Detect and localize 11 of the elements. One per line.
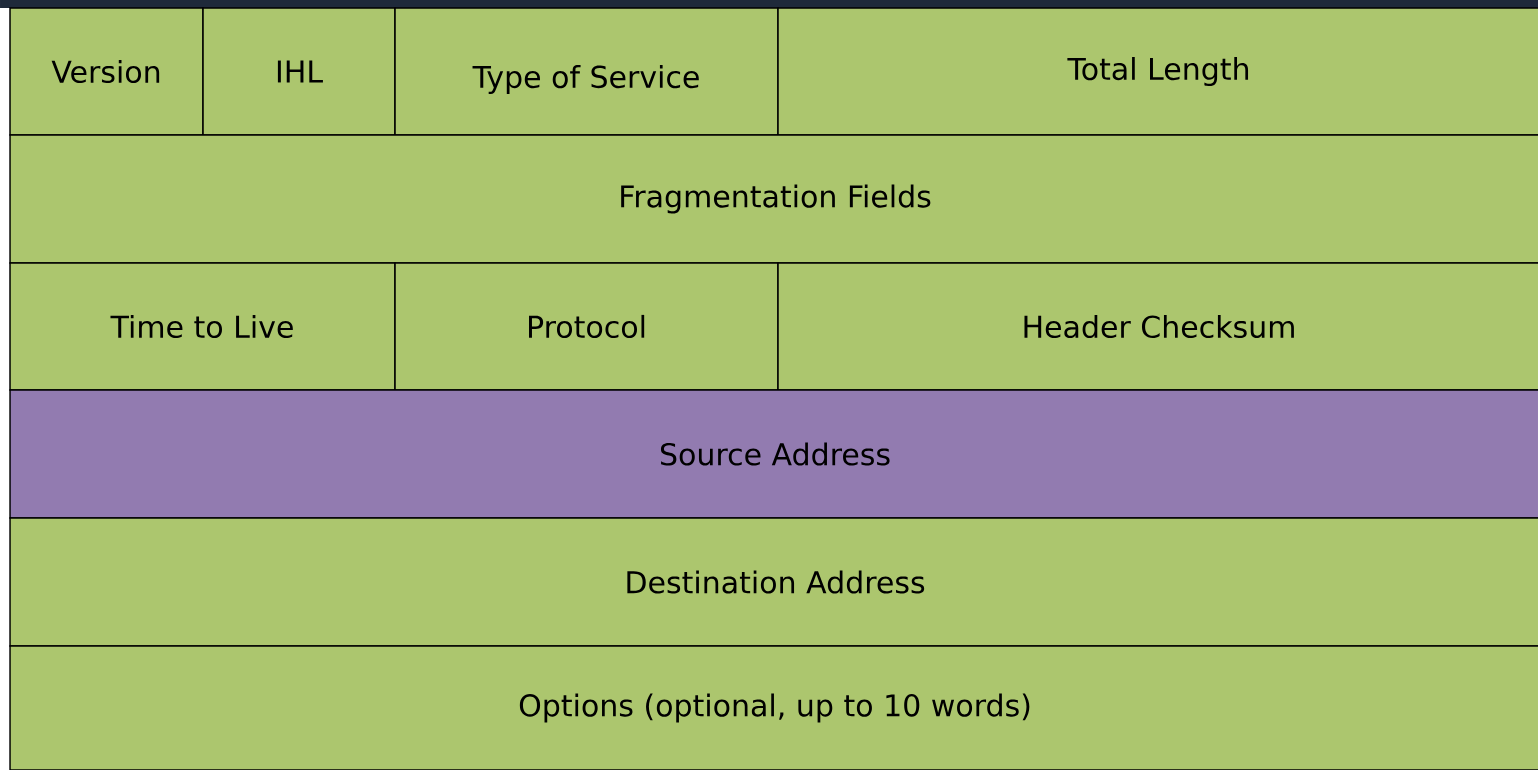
field-cell: Destination Address [9, 517, 1538, 647]
node-label: Total Length [1067, 56, 1249, 87]
field-cell: Version [9, 7, 204, 136]
field-cell: Time to Live [9, 262, 396, 391]
field-cell: Source Address [9, 389, 1538, 519]
field-cell: Total Length [777, 7, 1538, 136]
field-cell: Type of Service [394, 7, 779, 136]
field-cell: IHL [202, 7, 396, 136]
field-cell: Protocol [394, 262, 779, 391]
field-cell: Header Checksum [777, 262, 1538, 391]
field-cell: Options (optional, up to 10 words) [9, 645, 1538, 770]
